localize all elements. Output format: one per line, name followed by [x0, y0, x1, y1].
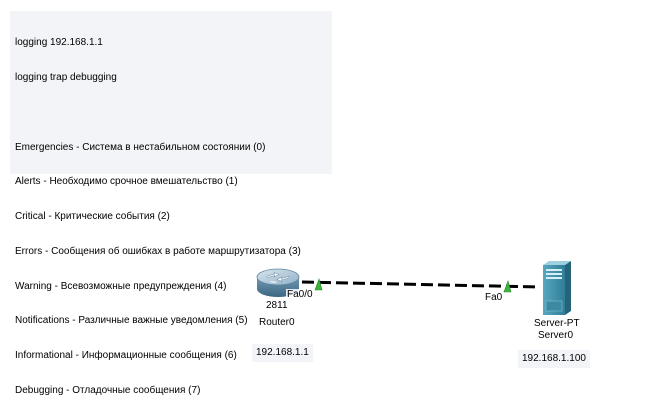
- note-line-level-3: Errors - Сообщения об ошибках в работе м…: [15, 245, 301, 257]
- text-note[interactable]: logging 192.168.1.1 logging trap debuggi…: [10, 11, 332, 396]
- router-ip-label[interactable]: 192.168.1.1: [252, 344, 313, 362]
- note-line-level-0: Emergencies - Система в нестабильном сос…: [15, 141, 266, 153]
- note-line-level-7: Debugging - Отладочные сообщения (7): [15, 385, 201, 396]
- router-port-label: Fa0/0: [286, 289, 314, 301]
- server-icon: [543, 261, 571, 315]
- server-link-up-indicator: [503, 280, 512, 293]
- server-ip-label[interactable]: 192.168.1.100: [518, 350, 590, 368]
- router-name-label[interactable]: Router0: [259, 317, 295, 328]
- workspace-canvas[interactable]: logging 192.168.1.1 logging trap debuggi…: [0, 0, 653, 410]
- note-line-level-6: Informational - Информационные сообщения…: [15, 350, 237, 362]
- ethernet-link-cable[interactable]: [301, 280, 541, 289]
- note-line-level-5: Notifications - Различные важные уведомл…: [15, 315, 248, 327]
- server-port-label: Fa0: [484, 292, 504, 304]
- note-line-blank: [15, 107, 332, 119]
- note-line-command-1: logging 192.168.1.1: [15, 37, 103, 49]
- server-device[interactable]: [539, 261, 573, 315]
- note-line-command-2: logging trap debugging: [15, 71, 117, 83]
- server-name-label[interactable]: Server0: [538, 330, 574, 341]
- router-model-label: 2811: [266, 300, 288, 311]
- server-model-label: Server-PT: [534, 318, 580, 329]
- note-line-level-1: Alerts - Необходимо срочное вмешательств…: [15, 176, 238, 188]
- note-line-level-4: Warning - Всевозможные предупреждения (4…: [15, 280, 227, 292]
- note-line-level-2: Critical - Критические события (2): [15, 211, 170, 223]
